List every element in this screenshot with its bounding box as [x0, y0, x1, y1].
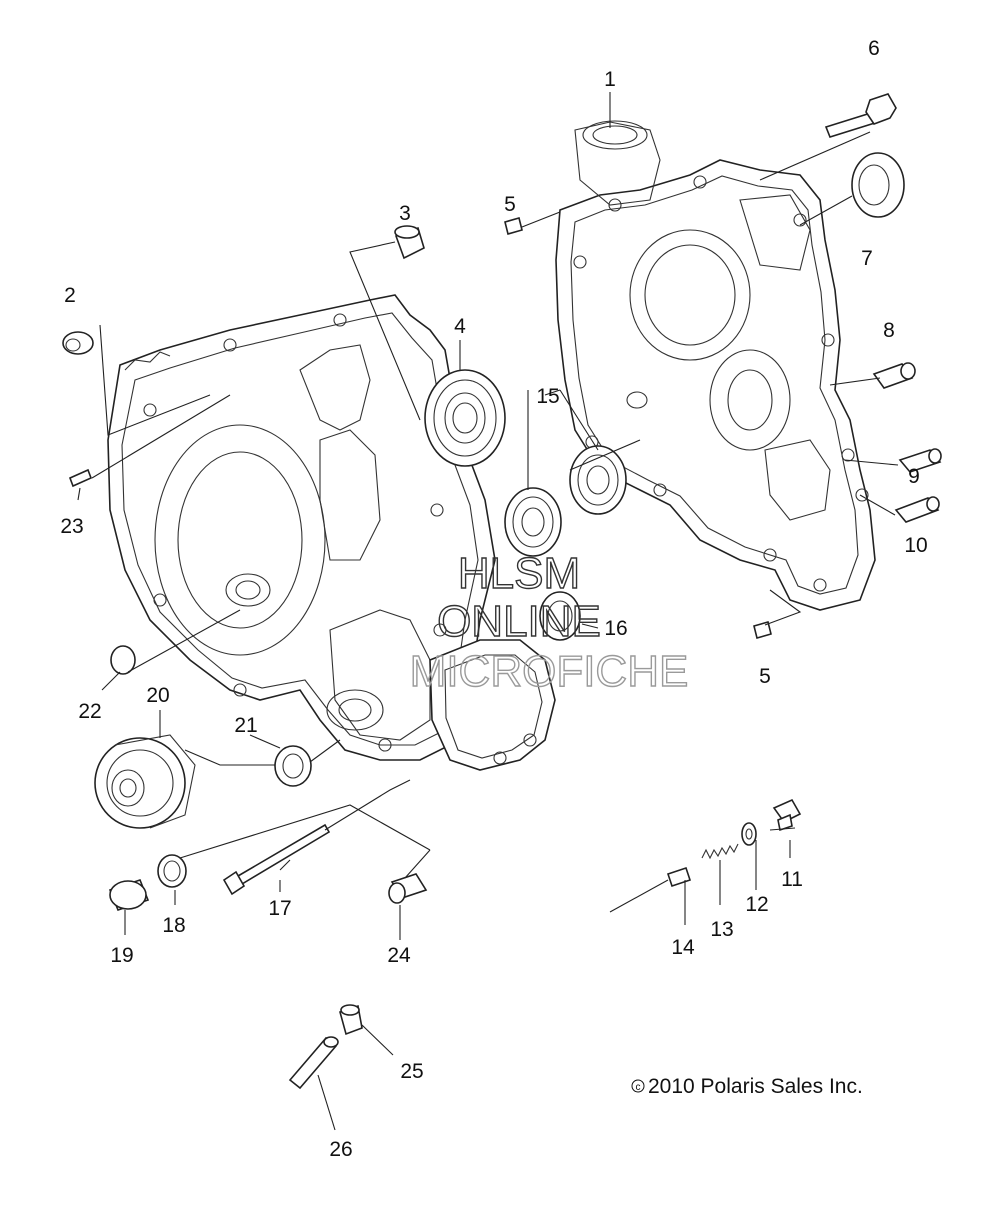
callout-26: 26: [329, 1138, 352, 1161]
callout-11: 11: [781, 868, 803, 891]
callout-20: 20: [146, 684, 169, 707]
part-26-tube: [288, 1036, 339, 1090]
callout-12: 12: [745, 893, 768, 916]
callout-22: 22: [78, 700, 101, 723]
part-18-washer: [157, 854, 187, 888]
part-6-bolt: [824, 93, 897, 138]
part-19-drain-plug: [108, 879, 150, 911]
callout-19: 19: [110, 944, 133, 967]
watermark: HLSM ONLINE MICROFICHE: [409, 548, 689, 696]
part-9-fitting: [898, 448, 942, 473]
copyright-notice: c 2010 Polaris Sales Inc.: [631, 1075, 863, 1098]
callout-23: 23: [60, 515, 83, 538]
callout-4: 4: [454, 315, 466, 338]
part-11-bolt: [772, 798, 802, 832]
part-13-spring: [701, 843, 739, 860]
part-12-washer: [741, 822, 757, 846]
part-22-plug-disc: [110, 645, 136, 675]
left-crankcase-half: [107, 294, 496, 761]
callout-13: 13: [710, 918, 733, 941]
part-7-oil-seal: [851, 152, 905, 218]
callout-24: 24: [387, 944, 411, 967]
copyright-circle-icon: [631, 1079, 645, 1093]
callout-3: 3: [399, 202, 411, 225]
part-25-clamp: [339, 1004, 363, 1036]
leader-lines: [77, 92, 899, 1131]
watermark-line-3: MICROFICHE: [410, 647, 689, 696]
callout-7: 7: [861, 247, 873, 270]
part-14-plunger: [666, 866, 692, 888]
right-crankcase-half: [555, 120, 876, 611]
callout-17: 17: [268, 897, 291, 920]
callout-9: 9: [908, 465, 920, 488]
part-10-fitting: [894, 496, 940, 523]
part-20-pulley: [94, 734, 196, 829]
part-5-dowel-pin-upper: [504, 217, 523, 235]
part-16-oil-seal: [539, 591, 581, 641]
part-2-dowel-sleeve: [62, 331, 94, 355]
lower-case-section: [429, 639, 556, 771]
callout-16: 16: [604, 617, 627, 640]
callout-5-upper: 5: [504, 193, 516, 216]
part-8-plug: [872, 362, 916, 389]
part-24-pipe-fitting: [388, 873, 428, 904]
callout-14: 14: [671, 936, 695, 959]
callout-1: 1: [604, 68, 616, 91]
copyright-text: 2010 Polaris Sales Inc.: [648, 1075, 863, 1098]
part-23-pin: [68, 468, 93, 488]
part-4-bearing: [424, 369, 506, 467]
callout-5-lower: 5: [759, 665, 771, 688]
callout-2: 2: [64, 284, 76, 307]
part-17-long-bolt: [222, 823, 331, 896]
copyright-symbol: c: [636, 1082, 641, 1093]
part-15-bearing-a: [569, 445, 627, 515]
callout-10: 10: [904, 534, 927, 557]
callout-labels: 1 2 3 4 5 5 6 7 8 9 10 11 12 13 14 15 16…: [60, 37, 927, 1161]
part-5-dowel-pin-lower: [753, 621, 772, 639]
watermark-line-2: ONLINE: [437, 597, 601, 646]
callout-8: 8: [883, 319, 895, 342]
watermark-line-1: HLSM: [458, 549, 580, 598]
callout-6: 6: [868, 37, 880, 60]
callout-15: 15: [536, 385, 559, 408]
callout-21: 21: [234, 714, 257, 737]
part-3-dowel-sleeve: [394, 225, 425, 260]
callout-18: 18: [162, 914, 185, 937]
callout-25: 25: [400, 1060, 423, 1083]
part-21-oil-seal: [274, 745, 312, 787]
part-15-bearing-b: [504, 487, 562, 557]
